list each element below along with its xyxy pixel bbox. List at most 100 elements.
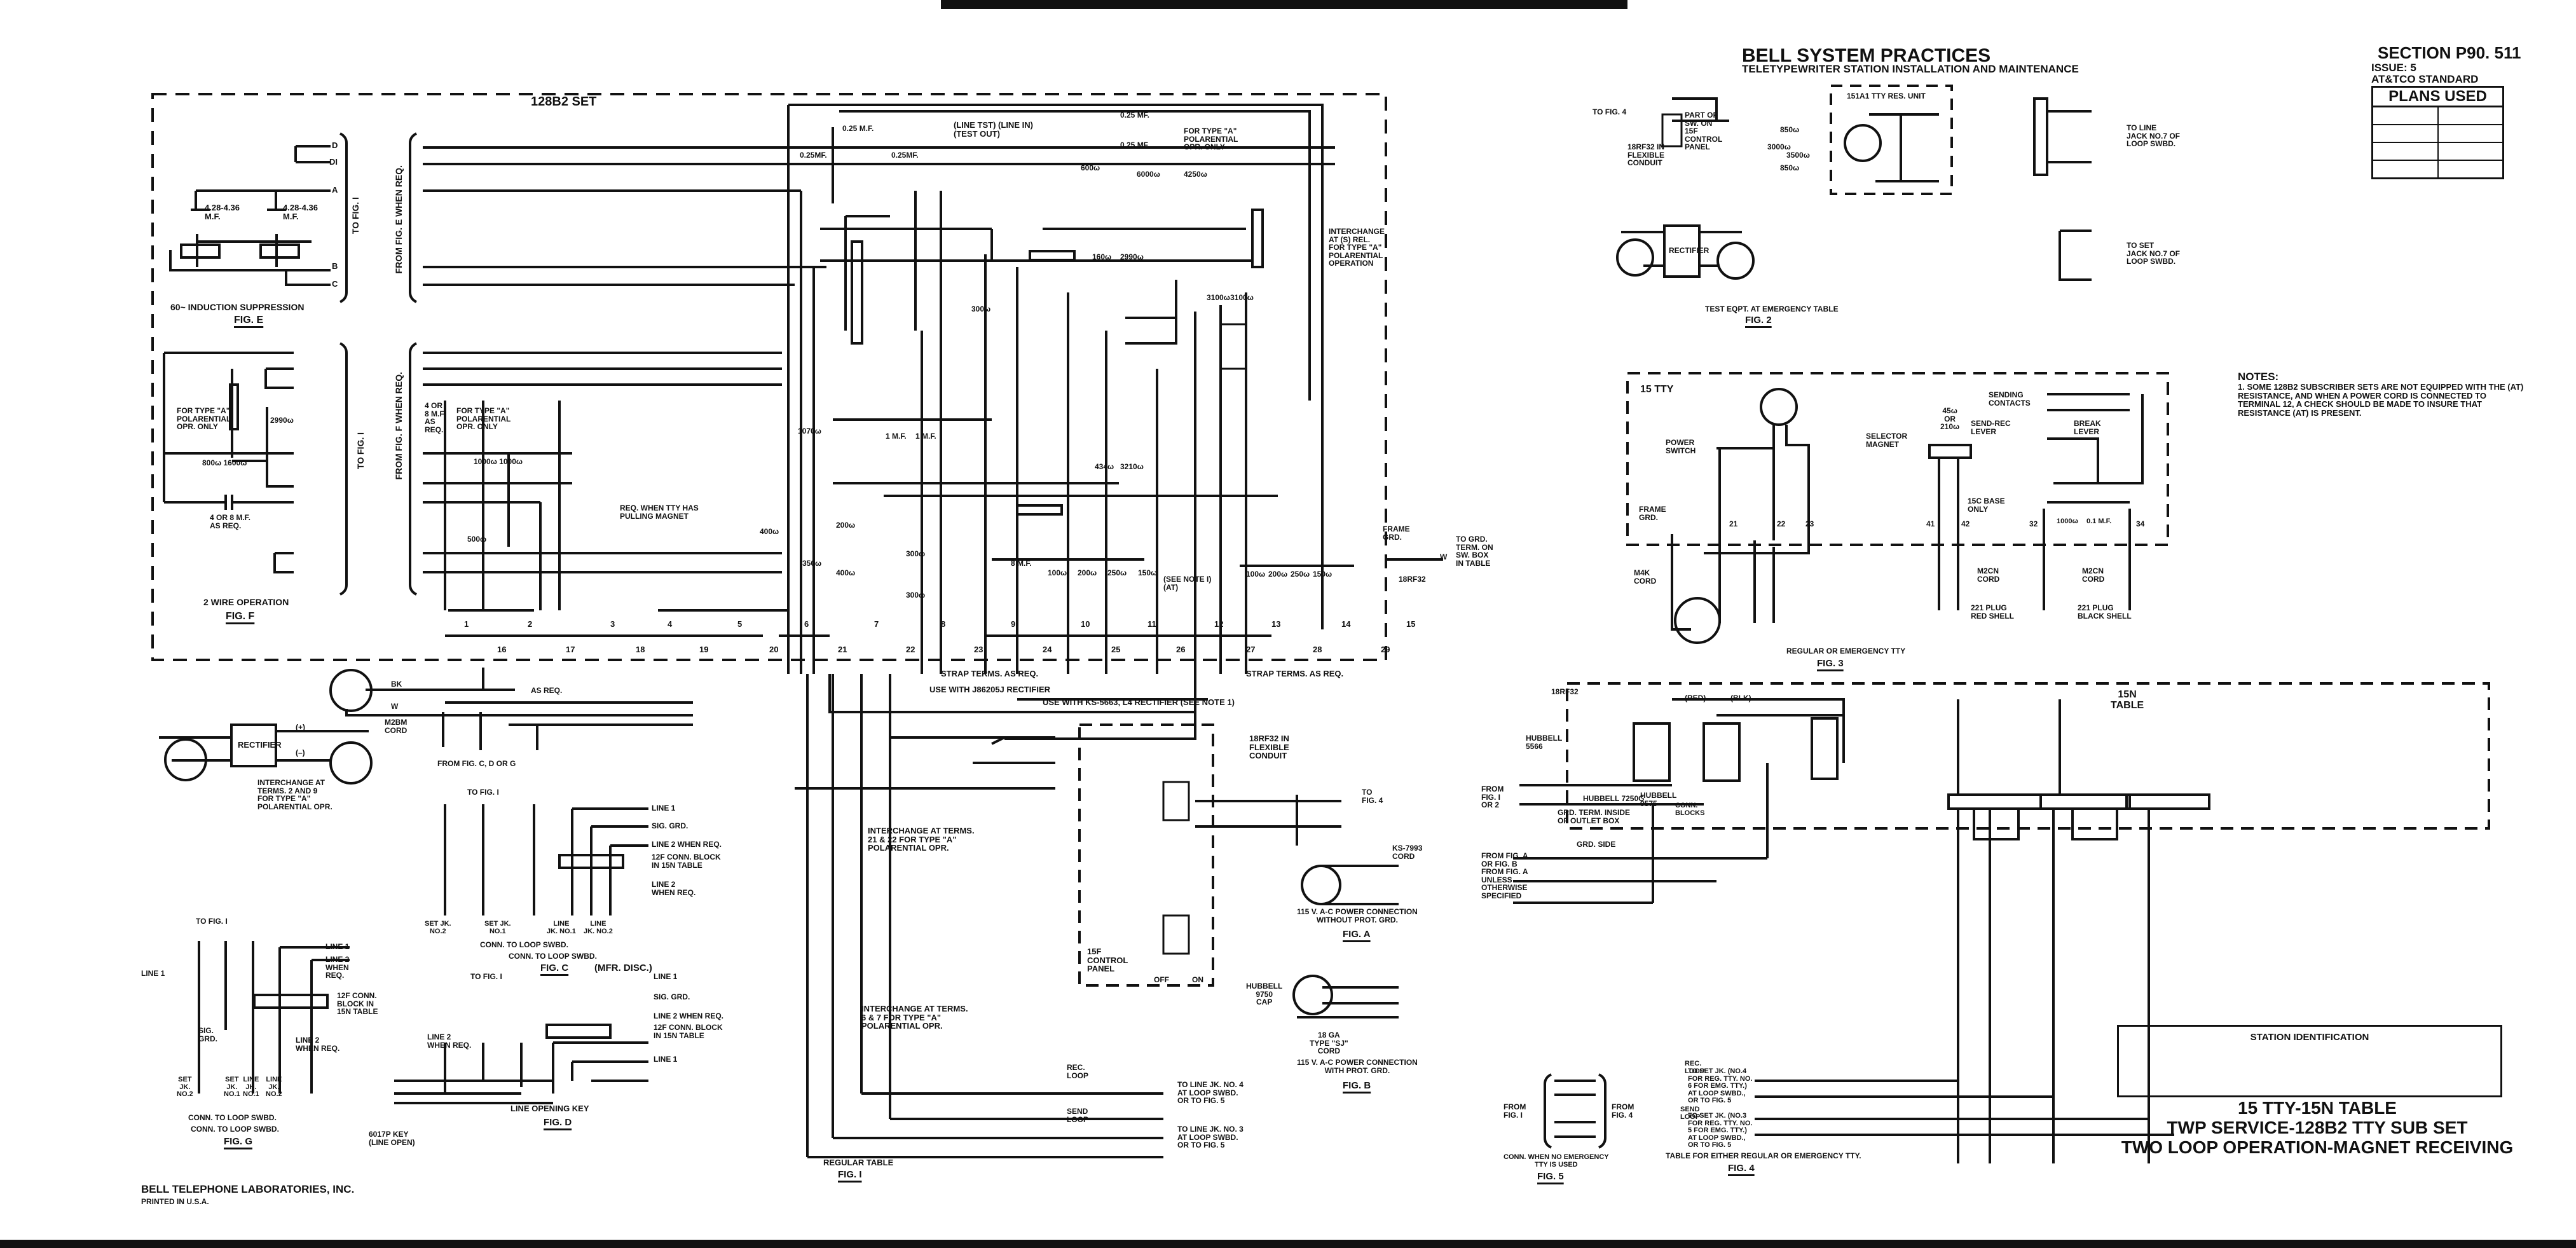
fig-4-wiring: [1513, 682, 2490, 1163]
fig-3-m2cn-b: M2CN CORD: [2082, 566, 2105, 584]
fig-d-line1-b: LINE 1: [654, 1055, 678, 1064]
fig-g-jack: LINE JK. NO.2: [266, 1076, 282, 1099]
fig-4-hubbell-7250g: HUBBELL 7250G: [1583, 794, 1645, 803]
as-req-label: AS REQ.: [531, 686, 563, 695]
fig-c-suffix: (MFR. DISC.): [594, 963, 652, 973]
interchange-6-7-note: INTERCHANGE AT TERMS. 6 & 7 FOR TYPE "A"…: [861, 1004, 968, 1031]
interchange-21-22-note: INTERCHANGE AT TERMS. 21 & 22 FOR TYPE "…: [868, 826, 975, 853]
strap-terms-a: STRAP TERMS. AS REQ.: [941, 669, 1039, 678]
fig-f-to-fig1: TO FIG. I: [355, 432, 366, 470]
fig-a-cord: KS-7993 CORD: [1392, 844, 1423, 861]
fig-4-hubbell-5566: HUBBELL 5566: [1526, 734, 1563, 751]
fig-d-to-fig1: TO FIG. I: [470, 972, 502, 981]
plans-used-row: [2373, 161, 2502, 177]
fig-4-set-jk-3: TO SET JK. (NO.3 FOR REG. TTY. NO. 5 FOR…: [1688, 1112, 1753, 1149]
r-6000: 6000ω: [1137, 170, 1160, 179]
terminal-14: 14: [1341, 619, 1351, 629]
fig-1-lower: [795, 674, 1399, 1158]
fig-f-caption: 2 WIRE OPERATION: [203, 597, 289, 607]
r-3100-b: 3100ω: [1230, 293, 1254, 302]
rectifier-circuit: [159, 668, 693, 785]
fig-4-hubbell-9575: HUBBELL 9575: [1640, 791, 1677, 808]
r-400-a: 400ω: [760, 527, 779, 536]
fig-d-block: 12F CONN. BLOCK IN 15N TABLE: [654, 1023, 723, 1040]
fig-d-sig-grd: SIG. GRD.: [654, 992, 690, 1001]
fig-4-rf32: 18RF32: [1551, 687, 1579, 696]
fig-3-term: 23: [1805, 519, 1814, 528]
fig-b-caption: 115 V. A-C POWER CONNECTION WITH PROT. G…: [1297, 1058, 1418, 1075]
fig-d-line2: LINE 2 WHEN REQ.: [654, 1011, 724, 1020]
switch-on-label: ON: [1192, 975, 1203, 984]
to-line-jk3-label: TO LINE JK. NO. 3 AT LOOP SWBD. OR TO FI…: [1177, 1125, 1243, 1150]
r-350: 350ω: [802, 559, 822, 568]
fig-c-conn: CONN. TO LOOP SWBD.: [480, 940, 568, 949]
r-200: 200ω: [836, 521, 856, 530]
terminal-23: 23: [974, 645, 983, 654]
fig-f-resistors: 800ω 1600ω: [202, 458, 247, 467]
fig-3-term: 34: [2136, 519, 2145, 528]
fig-e-term: A: [332, 185, 338, 195]
station-identification-box: STATION IDENTIFICATION: [2117, 1025, 2502, 1097]
fig-f-r500: 500ω: [467, 535, 487, 544]
r-160: 160ω: [1092, 252, 1112, 261]
fig-2-rf32: 18RF32 IN FLEXIBLE CONDUIT: [1627, 142, 1665, 168]
publisher-heading: BELL SYSTEM PRACTICES: [1742, 45, 1991, 66]
fig-e-term: D: [332, 141, 338, 150]
terminal-5: 5: [737, 619, 743, 629]
set-boundary: [151, 93, 1387, 661]
r-300-a: 300ω: [906, 549, 926, 558]
terminal-3: 3: [610, 619, 615, 629]
terminal-28: 28: [1313, 645, 1322, 654]
r-434: 434ω: [1095, 462, 1114, 471]
fig-5-wiring: [1544, 1073, 1607, 1149]
printed-in: PRINTED IN U.S.A.: [141, 1197, 209, 1206]
m2bm-cord-label: M2BM CORD: [385, 718, 408, 735]
fig-f-wiring: [163, 342, 782, 610]
to-line-jk4-label: TO LINE JK. NO. 4 AT LOOP SWBD. OR TO FI…: [1177, 1080, 1243, 1106]
fig-g-jack: SET JK. NO.1: [224, 1076, 240, 1099]
terminal-19: 19: [699, 645, 709, 654]
fig-3-caption: REGULAR OR EMERGENCY TTY: [1786, 647, 1906, 655]
bk-wire-label: BK: [391, 680, 402, 689]
fig-2-to-line-jack: TO LINE JACK NO.7 OF LOOP SWBD.: [2127, 123, 2181, 149]
fig-4-set-jk-4: TO SET JK. (NO.4 FOR REG. TTY. NO. 6 FOR…: [1688, 1067, 1753, 1105]
r-100-c: 100ω: [1246, 570, 1266, 579]
set-label: 128B2 SET: [531, 95, 597, 109]
terminal-12: 12: [1214, 619, 1224, 629]
rf32-flex-conduit-label: 18RF32 IN FLEXIBLE CONDUIT: [1249, 734, 1289, 761]
fig-c-conn-2: CONN. TO LOOP SWBD.: [509, 952, 597, 961]
plans-used-row: [2373, 107, 2502, 125]
r-250-c: 250ω: [1291, 570, 1310, 579]
see-note-1: (SEE NOTE I) (AT): [1163, 575, 1212, 592]
fig-3-term: 21: [1729, 519, 1738, 528]
terminal-13: 13: [1271, 619, 1281, 629]
from-fig-e-label: FROM FIG. E WHEN REQ.: [394, 165, 404, 274]
terminal-25: 25: [1111, 645, 1121, 654]
fig-3-plug-black: 221 PLUG BLACK SHELL: [2078, 603, 2132, 621]
fig-g-line1-input: LINE 1: [141, 969, 165, 978]
fig-e-cap-a: 4.28-4.36 M.F.: [205, 203, 240, 221]
fig-4-from-fig12: FROM FIG. I OR 2: [1481, 785, 1504, 810]
fig-b-hubbell: HUBBELL 9750 CAP: [1246, 982, 1283, 1007]
fig-g-conn-2: CONN. TO LOOP SWBD.: [191, 1125, 279, 1134]
scan-edge-top: [941, 0, 1627, 9]
r-300-b: 300ω: [906, 591, 926, 600]
lab-credit: BELL TELEPHONE LABORATORIES, INC.: [141, 1183, 355, 1195]
fig-c-sig-grd: SIG. GRD.: [652, 821, 689, 830]
fig-5-from-fig1: FROM FIG. I: [1504, 1102, 1526, 1120]
fig-c-to-fig1: TO FIG. I: [467, 788, 499, 797]
fig-3-term: 41: [1926, 519, 1935, 528]
to-fig4-label: TO FIG. 4: [1362, 788, 1383, 805]
plans-used-cell: [2439, 161, 2503, 177]
terminal-21: 21: [838, 645, 847, 654]
fig-e-term: DI: [329, 157, 338, 167]
cap-025-e: 0.25 MF.: [1120, 141, 1150, 149]
from-fig-f-label: FROM FIG. F WHEN REQ.: [394, 372, 404, 480]
fig-g-line2: LINE 2 WHEN REQ.: [325, 955, 350, 980]
fig-4-from-figab: FROM FIG. A OR FIG. B FROM FIG. A UNLESS…: [1481, 851, 1528, 900]
fig-d-caption: LINE OPENING KEY: [510, 1104, 589, 1113]
fig-c-jack: LINE JK. NO.1: [547, 920, 576, 935]
drawing-title: 15 TTY-15N TABLE TWP SERVICE-128B2 TTY S…: [2111, 1098, 2524, 1157]
fig-2-to-set-jack: TO SET JACK NO.7 OF LOOP SWBD.: [2127, 241, 2181, 266]
terminal-15: 15: [1406, 619, 1416, 629]
